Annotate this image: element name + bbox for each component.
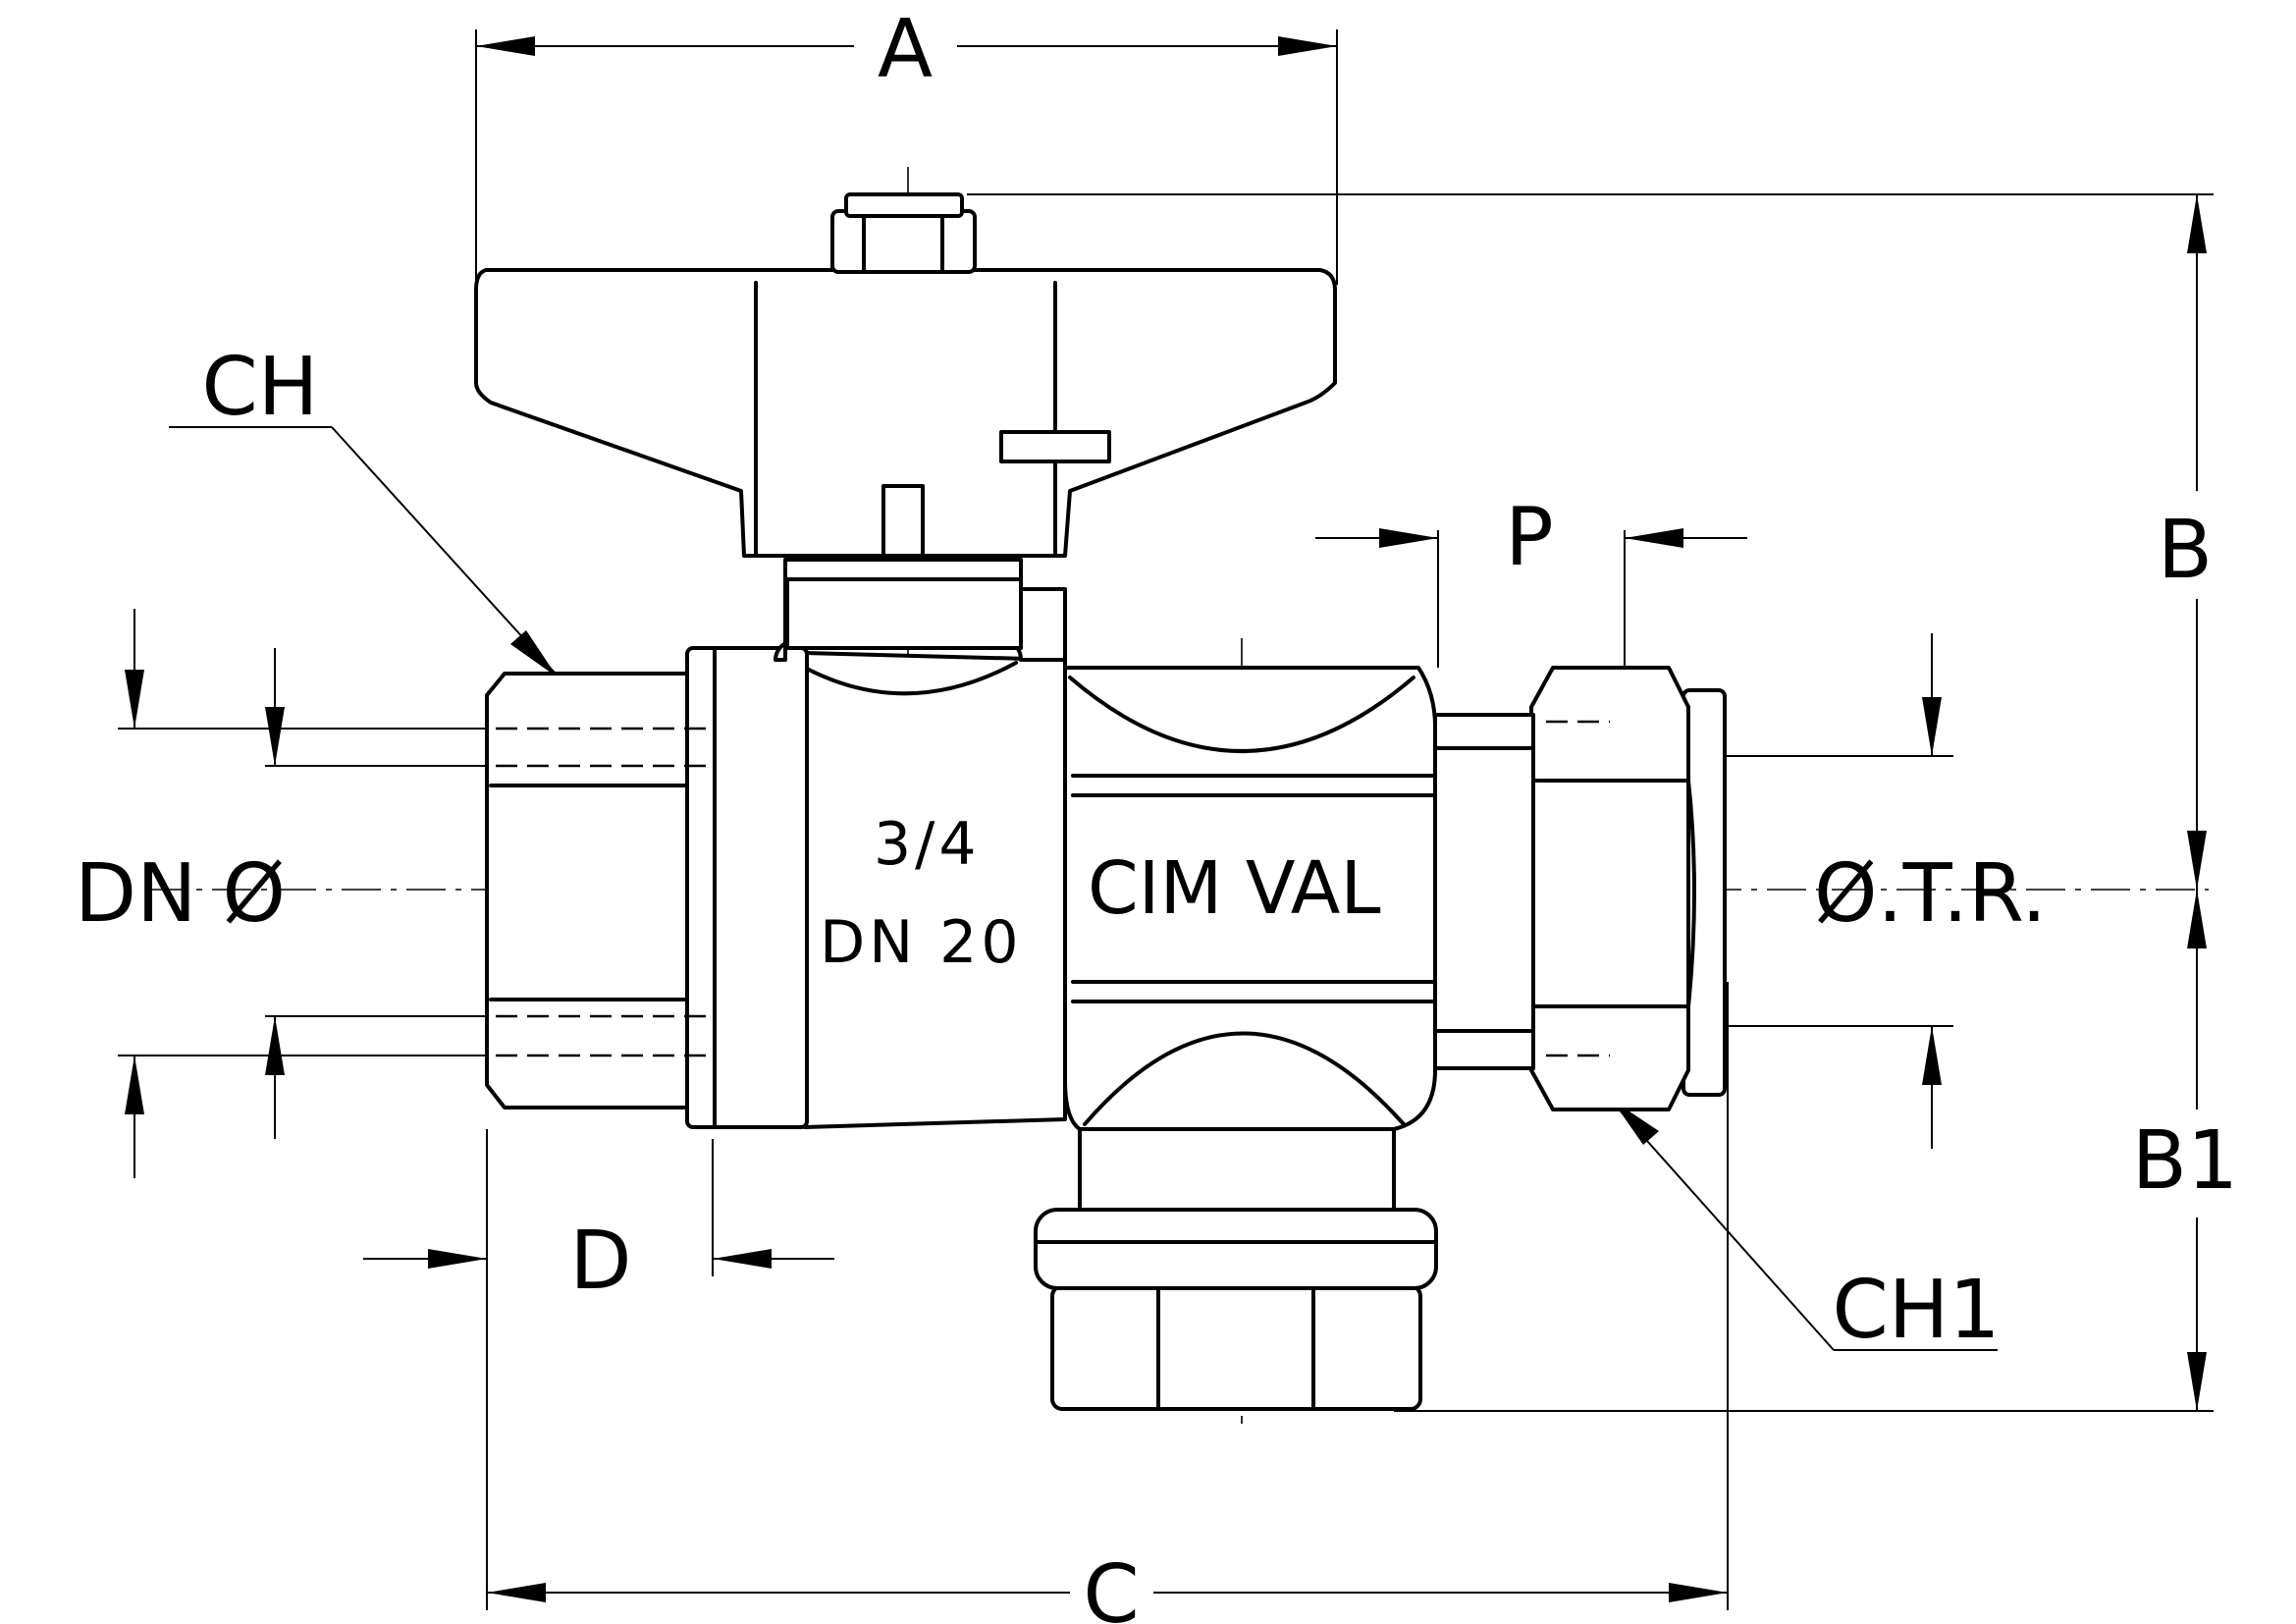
label-ch1: CH1 (1832, 1264, 2000, 1357)
arrow-b1-top (2187, 890, 2207, 948)
arrow-p-right (1625, 528, 1683, 548)
marking-size: 3/4 (874, 810, 981, 879)
arrow-otr-bottom (1922, 1026, 1942, 1085)
left-hex-end-ch (485, 672, 689, 1110)
arrow-d-right (713, 1249, 772, 1269)
label-d: D (569, 1215, 631, 1308)
arrow-b1-bottom (2187, 1352, 2207, 1411)
arrow-b-top (2187, 194, 2207, 253)
handle-nut-cap (844, 192, 964, 218)
bottom-branch-stem (1078, 1127, 1396, 1212)
bottom-collar (1034, 1208, 1438, 1290)
valve-body (474, 192, 1727, 1411)
label-p: P (1505, 491, 1553, 584)
arrow-c-right (1669, 1583, 1728, 1602)
marking-nominal: DN 20 (820, 908, 1023, 977)
label-c: C (1083, 1548, 1139, 1624)
arrow-p-left (1379, 528, 1438, 548)
arrow-dn-inner-top (265, 707, 285, 766)
arrow-dn-outer-bottom (125, 1056, 144, 1114)
valve-center-body (803, 651, 1067, 1129)
label-ch: CH (202, 341, 319, 434)
label-a: A (878, 3, 933, 96)
arrow-c-left (487, 1583, 546, 1602)
marking-brand: CIM VAL (1088, 846, 1381, 931)
label-b1: B1 (2132, 1114, 2238, 1208)
compression-neck (1433, 713, 1535, 1070)
valve-main-body (1063, 666, 1437, 1131)
dimension-labels: A B B1 C D P CH CH1 DN Ø Ø.T.R. (75, 3, 2238, 1624)
label-dn-diameter: DN Ø (75, 847, 286, 941)
label-otr: Ø.T.R. (1814, 847, 2047, 941)
body-markings: 3/4 DN 20 CIM VAL (820, 810, 1381, 977)
dimension-lines (125, 36, 2207, 1602)
arrow-b-bottom (2187, 831, 2207, 890)
arrow-dn-outer-top (125, 670, 144, 729)
handle-indicator (999, 430, 1111, 463)
arrow-a-right (1278, 36, 1337, 56)
arrow-dn-inner-bottom (265, 1016, 285, 1075)
stem-collar (785, 577, 1023, 650)
compression-nut-ch1 (1529, 666, 1690, 1111)
butterfly-handle (474, 268, 1337, 558)
arrow-d-left (428, 1249, 487, 1269)
label-b: B (2158, 504, 2213, 597)
arrow-ch-leader (510, 630, 558, 677)
arrow-a-left (476, 36, 535, 56)
handle-nut (830, 209, 977, 274)
bottom-hex-fitting (1050, 1284, 1422, 1411)
arrow-otr-top (1922, 697, 1942, 756)
